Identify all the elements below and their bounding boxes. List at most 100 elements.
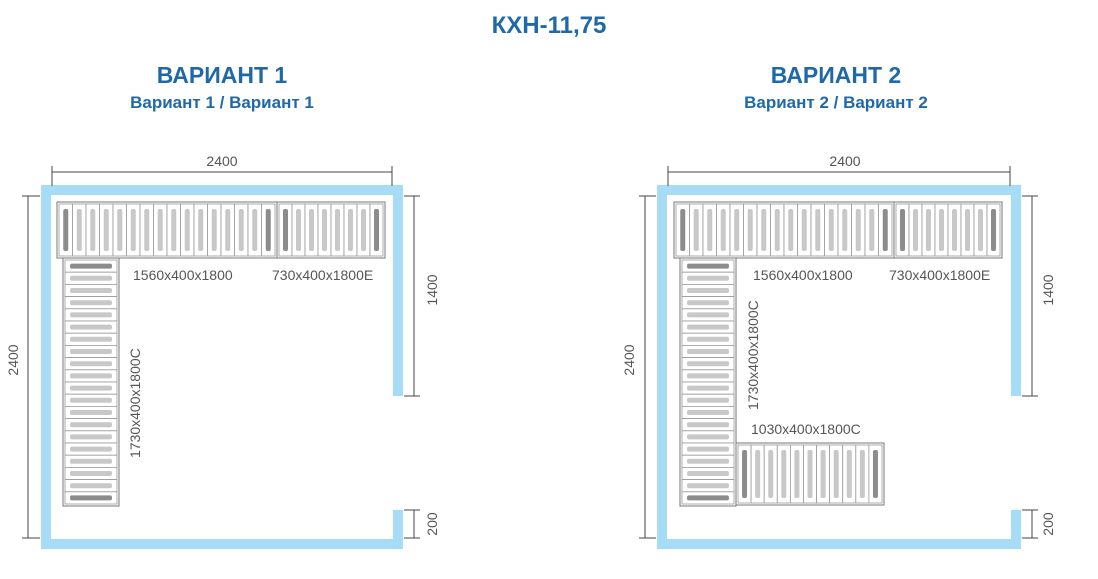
shelf-slat [184, 209, 190, 251]
variant-1-header: ВАРИАНТ 1 Вариант 1 / Вариант 1 [72, 62, 372, 113]
shelf-slat [70, 385, 112, 391]
shelf-slat [687, 336, 729, 342]
shelf-slat [70, 275, 112, 281]
shelf-slat [687, 373, 729, 379]
shelf-slat [788, 209, 794, 251]
shelf-slat [687, 288, 729, 293]
shelf-slat [913, 209, 918, 251]
variant-1-shelf-1560 [56, 201, 278, 259]
shelf-slat [70, 397, 112, 403]
shelf-slat [965, 209, 970, 251]
shelf-slat [815, 209, 821, 251]
variant-1-dim-left: 2400 [5, 344, 21, 375]
variant-1-dim-right-upper: 1400 [424, 274, 440, 305]
shelf-slat [794, 450, 800, 498]
variant-2-label-730: 730x400x1800E [889, 267, 990, 283]
shelf-slat [70, 373, 112, 379]
shelf-slat [734, 209, 740, 251]
shelf-slat [720, 209, 726, 251]
variant-1-shelf-1730 [62, 257, 120, 507]
shelf-slat [687, 275, 729, 281]
variant-1-title: ВАРИАНТ 1 [156, 62, 288, 88]
variant-1-label-1560: 1560x400x1800 [133, 267, 233, 283]
variant-1-dim-right-lower: 200 [424, 512, 440, 536]
shelf-slat [869, 209, 875, 251]
shelf-slat [900, 209, 905, 251]
shelf-slat [687, 422, 729, 428]
shelf-slat [70, 336, 112, 342]
shelf-slat [687, 458, 729, 464]
shelf-slat [755, 450, 761, 498]
variant-1-label-730: 730x400x1800E [272, 267, 373, 283]
variant-2-title: ВАРИАНТ 2 [770, 62, 902, 88]
shelf-slat [687, 495, 729, 501]
shelf-slat [348, 209, 353, 251]
shelf-slat [265, 209, 271, 251]
shelf-slat [283, 209, 288, 251]
shelf-slat [991, 209, 996, 251]
shelf-slat [144, 209, 150, 251]
shelf-slat [761, 209, 767, 251]
variant-2-dim-right-upper: 1400 [1040, 274, 1056, 305]
shelf-slat [687, 397, 729, 403]
shelf-slat [687, 410, 729, 415]
shelf-slat [687, 471, 729, 476]
shelf-slat [939, 209, 944, 251]
shelf-slat [70, 263, 112, 269]
shelf-slat [309, 209, 314, 251]
shelf-slat [687, 263, 729, 269]
shelf-slat [687, 300, 729, 306]
shelf-slat [687, 361, 729, 367]
shelf-slat [70, 495, 112, 501]
shelf-slat [842, 209, 848, 251]
shelf-slat [693, 209, 699, 251]
shelf-slat [171, 209, 177, 251]
shelf-slat [872, 450, 878, 498]
shelf-slat [747, 209, 753, 251]
shelf-slat [687, 324, 729, 330]
shelf-slat [130, 209, 136, 251]
variant-2-dim-right-lower: 200 [1040, 512, 1056, 536]
shelf-slat [103, 209, 109, 251]
shelf-slat [707, 209, 713, 251]
shelf-slat [70, 324, 112, 330]
variant-1-label-1730: 1730x400x1800C [127, 348, 143, 458]
shelf-slat [70, 288, 112, 293]
variant-1-dim-top: 2400 [206, 153, 237, 169]
shelf-slat [828, 209, 834, 251]
shelf-slat [374, 209, 379, 251]
shelf-slat [70, 471, 112, 476]
shelf-slat [855, 209, 861, 251]
shelf-slat [820, 450, 826, 498]
shelf-slat [680, 209, 686, 251]
variant-2-dim-left: 2400 [621, 344, 637, 375]
shelf-slat [687, 312, 729, 318]
shelf-slat [117, 209, 123, 251]
shelf-slat [90, 209, 96, 251]
shelf-slat [882, 209, 888, 251]
shelf-slat [833, 450, 839, 498]
shelf-slat [157, 209, 163, 251]
variant-2-label-1560: 1560x400x1800 [753, 267, 853, 283]
shelf-slat [807, 450, 813, 498]
shelf-slat [225, 209, 231, 251]
shelf-slat [198, 209, 204, 251]
shelf-slat [687, 349, 729, 354]
shelf-slat [687, 385, 729, 391]
variant-1-subtitle: Вариант 1 / Вариант 1 [130, 93, 314, 112]
variant-2-header: ВАРИАНТ 2 Вариант 2 / Вариант 2 [686, 62, 986, 113]
shelf-slat [768, 450, 774, 498]
variant-2-label-1730: 1730x400x1800C [745, 300, 761, 410]
shelf-slat [774, 209, 780, 251]
page-title: КХН-11,75 [491, 12, 607, 39]
shelf-slat [252, 209, 258, 251]
shelf-slat [742, 450, 748, 498]
variant-1-walls [41, 185, 403, 549]
shelf-slat [846, 450, 852, 498]
shelf-slat [687, 446, 729, 452]
shelf-slat [63, 209, 69, 251]
shelf-slat [76, 209, 82, 251]
shelf-slat [781, 450, 787, 498]
shelf-slat [361, 209, 366, 251]
